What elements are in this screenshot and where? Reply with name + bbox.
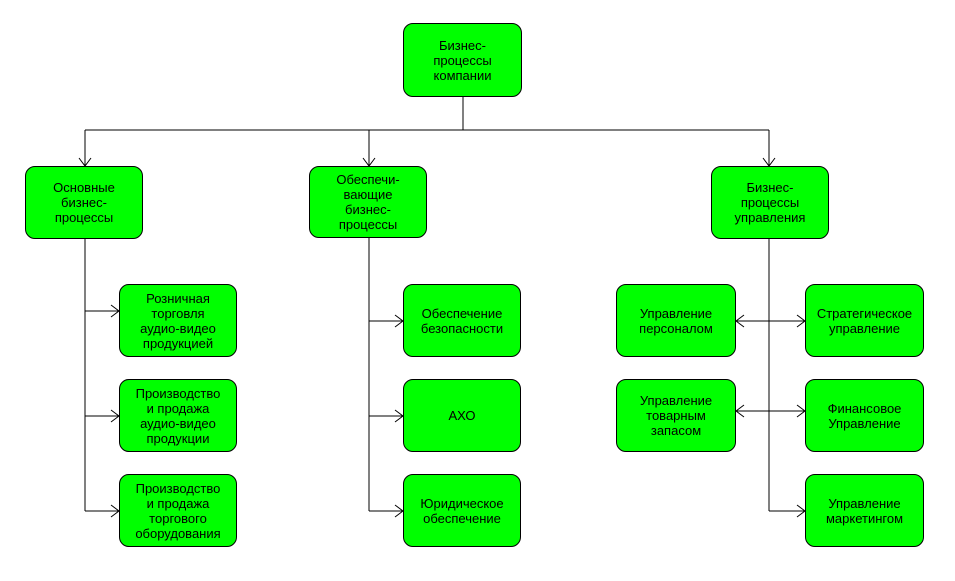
root-node[interactable]: Бизнес- процессы компании — [403, 23, 522, 97]
main-child-av-production[interactable]: Производство и продажа аудио-видео проду… — [119, 379, 237, 452]
management-processes-label: Бизнес- процессы управления — [734, 180, 806, 225]
main-processes-label: Основные бизнес- процессы — [53, 180, 115, 225]
root-node-label: Бизнес- процессы компании — [433, 37, 492, 83]
mgmt-child-strategic[interactable]: Стратегическое управление — [805, 284, 924, 357]
connector-mgmt-row-1 — [735, 314, 806, 328]
connector-main-child-3 — [85, 504, 120, 518]
mgmt-child-inventory[interactable]: Управление товарным запасом — [616, 379, 736, 452]
support-child-aho[interactable]: АХО — [403, 379, 521, 452]
connector-support-child-3 — [369, 504, 404, 518]
mgmt-child-personnel-label: Управление персоналом — [639, 305, 713, 336]
main-child-retail[interactable]: Розничная торговля аудио-видео продукцие… — [119, 284, 237, 357]
mgmt-child-financial-label: Финансовое Управление — [827, 400, 902, 431]
main-child-av-production-label: Производство и продажа аудио-видео проду… — [135, 385, 221, 446]
connector-to-main — [78, 130, 92, 167]
mgmt-child-marketing[interactable]: Управление маркетингом — [805, 474, 924, 547]
connector-support-child-1 — [369, 314, 404, 328]
main-child-retail-label: Розничная торговля аудио-видео продукцие… — [140, 290, 216, 351]
mgmt-child-marketing-label: Управление маркетингом — [825, 495, 904, 526]
support-child-aho-label: АХО — [448, 408, 476, 423]
support-processes-label: Обеспечи- вающие бизнес- процессы — [336, 172, 400, 232]
support-child-legal[interactable]: Юридическое обеспечение — [403, 474, 521, 547]
support-processes-node[interactable]: Обеспечи- вающие бизнес- процессы — [309, 166, 427, 238]
support-child-security[interactable]: Обеспечение безопасности — [403, 284, 521, 357]
connector-to-management — [762, 130, 776, 167]
mgmt-child-personnel[interactable]: Управление персоналом — [616, 284, 736, 357]
main-processes-node[interactable]: Основные бизнес- процессы — [25, 166, 143, 239]
mgmt-child-strategic-label: Стратегическое управление — [816, 305, 913, 336]
support-child-security-label: Обеспечение безопасности — [420, 305, 504, 336]
connector-support-child-2 — [369, 409, 404, 423]
connector-to-support — [362, 130, 376, 167]
main-child-equipment-production-label: Производство и продажа торгового оборудо… — [135, 480, 221, 541]
connector-main-child-2 — [85, 409, 120, 423]
management-processes-node[interactable]: Бизнес- процессы управления — [711, 166, 829, 239]
mgmt-child-financial[interactable]: Финансовое Управление — [805, 379, 924, 452]
main-child-equipment-production[interactable]: Производство и продажа торгового оборудо… — [119, 474, 237, 547]
connector-mgmt-row-2 — [735, 404, 806, 418]
connector-mgmt-row-3 — [769, 504, 806, 518]
support-child-legal-label: Юридическое обеспечение — [420, 495, 504, 526]
mgmt-child-inventory-label: Управление товарным запасом — [639, 393, 713, 438]
connector-main-child-1 — [85, 304, 120, 318]
